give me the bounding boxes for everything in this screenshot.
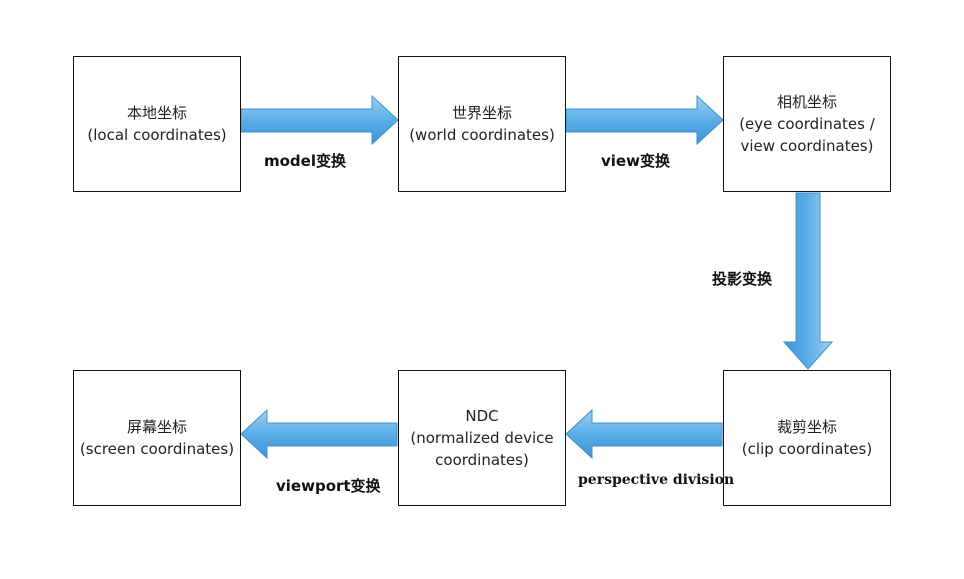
projection-transform-label: 投影变换: [712, 270, 773, 288]
arrow-viewport: [240, 408, 398, 460]
world-subtitle: (world coordinates): [409, 126, 555, 144]
arrow-view: [565, 94, 724, 146]
ndc-title: NDC: [465, 407, 499, 425]
screen-title: 屏幕坐标: [126, 418, 187, 436]
local-coordinates-box: 本地坐标 (local coordinates): [73, 56, 241, 192]
local-subtitle: (local coordinates): [87, 126, 227, 144]
eye-subtitle-line1: (eye coordinates /: [739, 115, 875, 133]
clip-subtitle: (clip coordinates): [741, 440, 873, 458]
perspective-division-label: perspective division: [578, 472, 735, 488]
ndc-subtitle-line1: (normalized device: [410, 429, 554, 447]
arrow-projection: [782, 192, 834, 370]
screen-coordinates-box: 屏幕坐标 (screen coordinates): [73, 370, 241, 506]
clip-coordinates-box: 裁剪坐标 (clip coordinates): [723, 370, 891, 506]
local-title: 本地坐标: [126, 104, 187, 122]
screen-subtitle: (screen coordinates): [79, 440, 235, 458]
ndc-subtitle-line2: coordinates): [435, 451, 529, 469]
ndc-box: NDC (normalized device coordinates): [398, 370, 566, 506]
view-transform-label: view变换: [601, 152, 670, 170]
viewport-transform-label: viewport变换: [276, 477, 381, 495]
eye-title: 相机坐标: [776, 93, 837, 111]
model-transform-label: model变换: [264, 152, 346, 170]
world-coordinates-box: 世界坐标 (world coordinates): [398, 56, 566, 192]
arrow-model: [240, 94, 399, 146]
eye-subtitle-line2: view coordinates): [740, 137, 874, 155]
arrow-perspective-division: [565, 408, 723, 460]
world-title: 世界坐标: [451, 104, 512, 122]
clip-title: 裁剪坐标: [776, 418, 837, 436]
eye-coordinates-box: 相机坐标 (eye coordinates / view coordinates…: [723, 56, 891, 192]
